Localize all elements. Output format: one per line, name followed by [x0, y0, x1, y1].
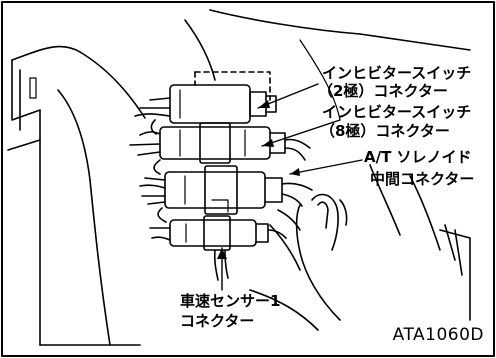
label-inhibitor-8pole-line1: インヒビタースイッチ [322, 103, 472, 121]
leader-inhibitor-8pole [261, 119, 341, 147]
label-solenoid-line2: 中間コネクター [370, 170, 475, 188]
leader-solenoid [289, 159, 363, 175]
vehicle-body-contours [7, 9, 471, 346]
figure-code: ATA1060D [392, 325, 484, 345]
label-solenoid-line1: A/T ソレノイド [364, 148, 472, 166]
inhibitor-switch-2pole-connector [134, 71, 277, 124]
wiring-harness [150, 119, 229, 281]
at-solenoid-intermediate-connector [139, 165, 313, 215]
leader-arrowheads [217, 100, 300, 259]
label-inhibitor-2pole-line2: （2極）コネクター [318, 82, 448, 100]
vehicle-speed-sensor-connector [149, 215, 287, 251]
label-inhibitor-8pole-line2: （8極）コネクター [320, 122, 450, 140]
inhibitor-switch-8pole-connector [129, 122, 311, 164]
mounting-bracket [249, 193, 348, 331]
label-inhibitor-2pole-line1: インヒビタースイッチ [322, 64, 472, 82]
label-speed-sensor-line1: 車速センサー1 [180, 292, 281, 310]
label-speed-sensor-line2: コネクター [180, 312, 255, 330]
